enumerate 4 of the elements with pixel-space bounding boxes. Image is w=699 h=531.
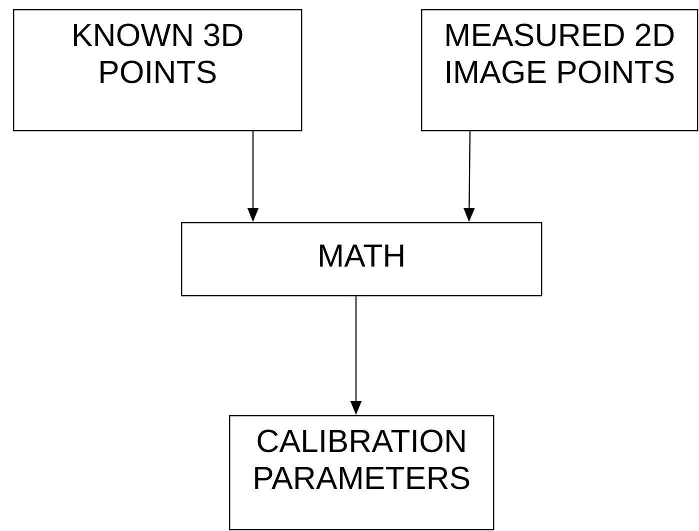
process-box: KNOWN 3D POINTS — [13, 9, 302, 132]
process-box: MATH — [181, 222, 542, 296]
process-box: MEASURED 2D IMAGE POINTS — [421, 9, 698, 132]
process-box: CALIBRATION PARAMETERS — [229, 415, 494, 530]
